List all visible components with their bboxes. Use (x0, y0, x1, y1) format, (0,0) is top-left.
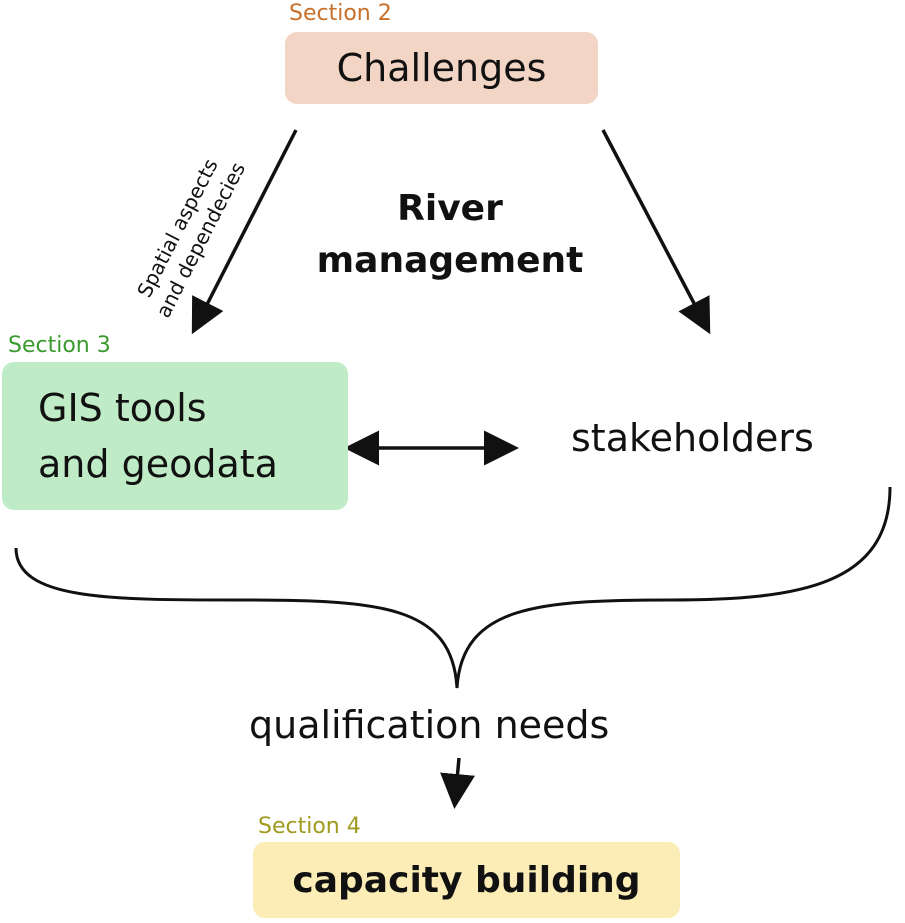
challenges-title: Challenges (336, 46, 547, 90)
section-4-label: Section 4 (258, 814, 361, 839)
gis-title-line2: and geodata (38, 442, 278, 486)
center-title: River management (300, 183, 600, 287)
capacity-building-box: capacity building (253, 842, 680, 918)
stakeholders-label: stakeholders (571, 416, 814, 460)
center-title-line1: River (397, 188, 503, 229)
gis-title-line1: GIS tools (38, 386, 207, 430)
gis-box: GIS tools and geodata (2, 362, 348, 510)
capacity-building-title: capacity building (292, 859, 641, 901)
challenges-box: Challenges (285, 32, 598, 104)
center-title-line2: management (316, 240, 584, 281)
grouping-brace (14, 486, 892, 689)
section-3-label: Section 3 (8, 333, 111, 358)
gis-title: GIS tools and geodata (38, 380, 278, 492)
section-2-label: Section 2 (289, 1, 392, 26)
arrow-challenges-to-gis (191, 129, 298, 335)
qualification-needs-label: qualification needs (249, 703, 610, 747)
arrow-qualification-to-capacity (440, 757, 475, 809)
arrow-challenges-to-stakeholders (601, 129, 711, 335)
